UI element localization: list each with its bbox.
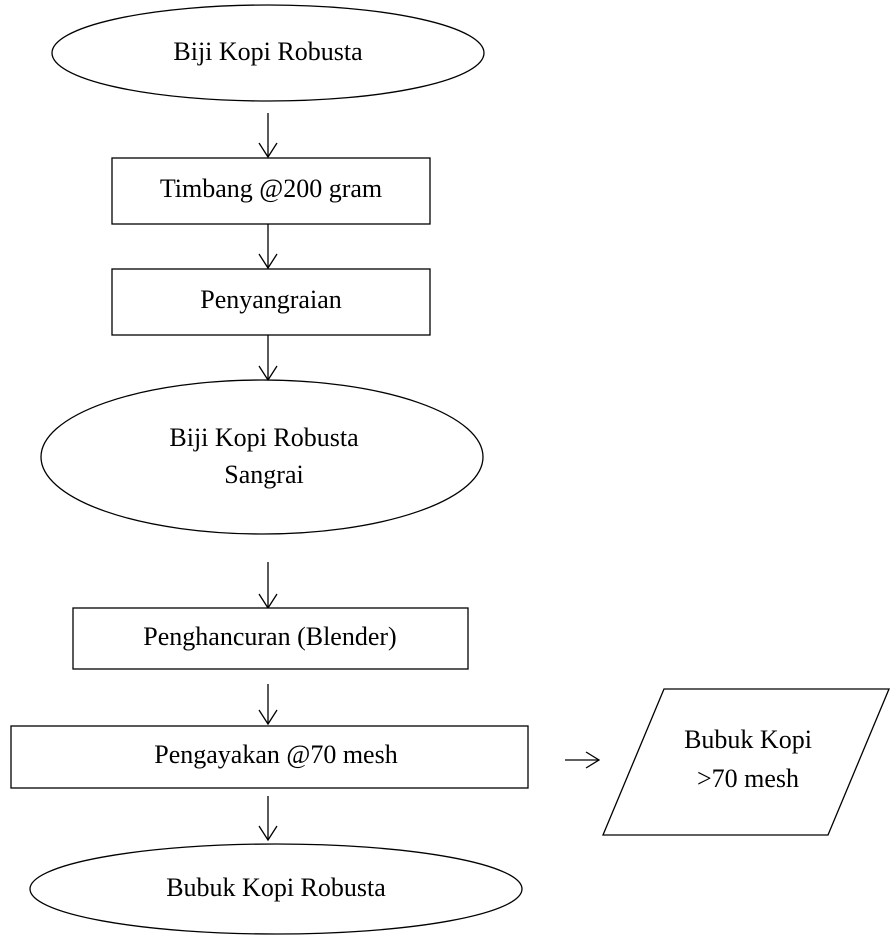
arrow-weigh-to-roast <box>258 224 278 270</box>
sieve-label: Pengayakan @70 mesh <box>154 740 397 769</box>
start-ellipse <box>51 4 485 102</box>
roast-box <box>111 268 431 336</box>
roasted-ellipse <box>40 379 484 535</box>
node-start: Biji Kopi Robusta <box>51 4 485 102</box>
roast-label: Penyangraian <box>200 285 342 314</box>
arrow-grind-to-sieve <box>258 684 278 726</box>
residue-label-line1: Bubuk Kopi <box>684 725 812 754</box>
arrow-roasted-to-grind <box>258 562 278 610</box>
node-roasted: Biji Kopi Robusta Sangrai <box>40 379 484 535</box>
roasted-label-line1: Biji Kopi Robusta <box>169 423 359 452</box>
arrow-sieve-to-product <box>258 796 278 842</box>
arrow-roast-to-roasted <box>258 335 278 382</box>
node-grind: Penghancuran (Blender) <box>72 607 469 670</box>
node-product: Bubuk Kopi Robusta <box>29 843 523 935</box>
weigh-label: Timbang @200 gram <box>160 174 382 203</box>
product-ellipse <box>29 843 523 935</box>
grind-label: Penghancuran (Blender) <box>143 622 396 651</box>
node-residue: Bubuk Kopi >70 mesh <box>602 688 890 836</box>
product-label: Bubuk Kopi Robusta <box>166 873 386 902</box>
node-sieve: Pengayakan @70 mesh <box>10 725 529 789</box>
roasted-label-line2: Sangrai <box>224 460 303 489</box>
arrow-start-to-weigh <box>258 113 278 159</box>
arrow-sieve-to-residue <box>565 751 601 769</box>
node-weigh: Timbang @200 gram <box>111 157 431 225</box>
grind-box <box>72 607 469 670</box>
residue-label-line2: >70 mesh <box>697 764 799 793</box>
start-label: Biji Kopi Robusta <box>173 37 363 66</box>
residue-parallelogram <box>602 688 890 836</box>
node-roast: Penyangraian <box>111 268 431 336</box>
sieve-box <box>10 725 529 789</box>
weigh-box <box>111 157 431 225</box>
